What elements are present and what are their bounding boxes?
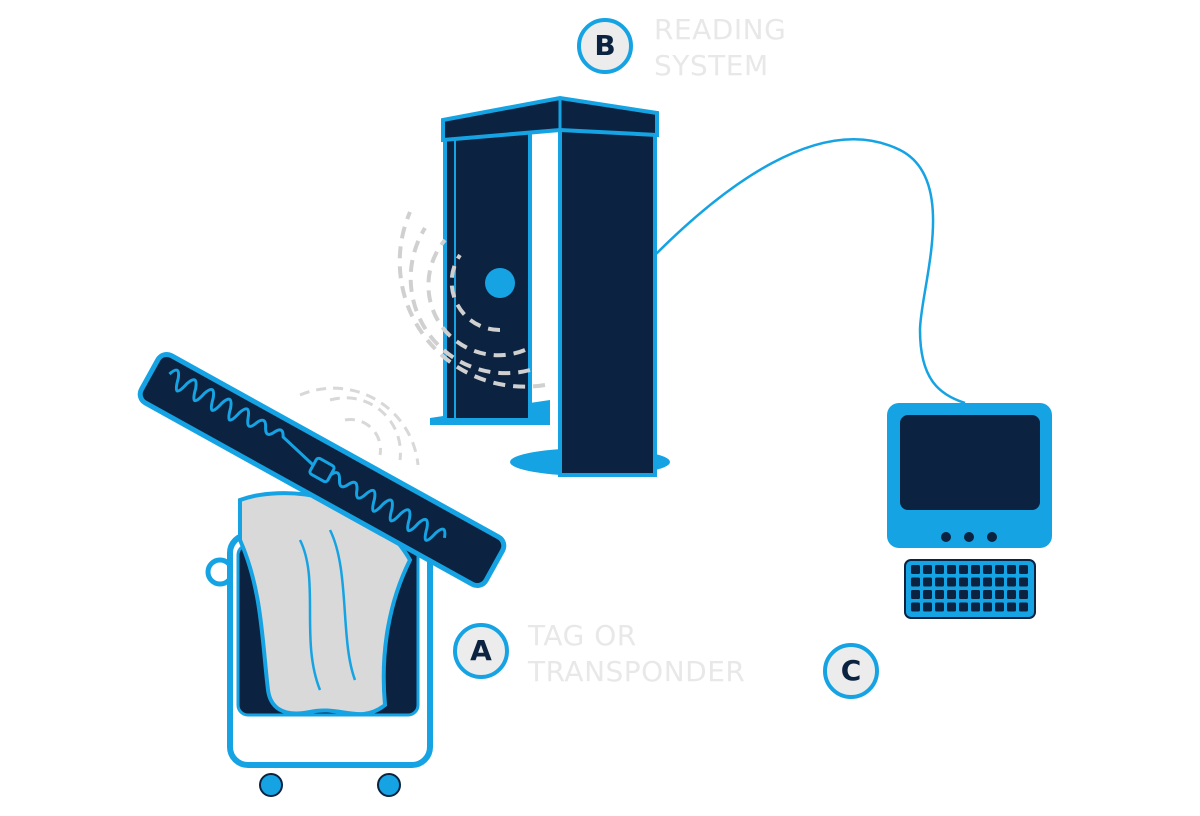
keyboard-key — [971, 577, 980, 587]
keyboard-key — [1007, 577, 1016, 587]
keyboard-key — [983, 602, 992, 612]
keyboard-key — [1007, 565, 1016, 574]
keyboard-key — [923, 590, 932, 599]
keyboard-key — [923, 565, 932, 574]
badge-c: C — [823, 643, 879, 699]
keyboard-key — [971, 565, 980, 574]
keyboard-key — [1019, 602, 1028, 612]
label-reading-system: READING SYSTEM — [654, 12, 786, 84]
keyboard-key — [947, 590, 956, 599]
keyboard-key — [935, 602, 944, 612]
keyboard-key — [971, 602, 980, 612]
badge-b: B — [577, 18, 633, 74]
keyboard-key — [947, 602, 956, 612]
keyboard-key — [959, 565, 968, 574]
gate-sensor-dot — [485, 268, 515, 298]
keyboard-key — [1019, 590, 1028, 599]
keyboard-key — [923, 577, 932, 587]
rfid-tag — [137, 351, 507, 589]
computer — [887, 403, 1052, 619]
keyboard-key — [995, 590, 1004, 599]
keyboard-key — [935, 590, 944, 599]
keyboard-key — [959, 577, 968, 587]
laundry-bin — [205, 491, 433, 797]
keyboard-key — [911, 565, 920, 574]
keyboard-key — [995, 602, 1004, 612]
keyboard-key — [995, 565, 1004, 574]
signal-waves-tag — [299, 386, 420, 466]
keyboard-key — [983, 565, 992, 574]
label-reading-line1: READING — [654, 13, 787, 46]
keyboard-key — [983, 590, 992, 599]
keyboard-key — [995, 577, 1004, 587]
signal-waves-gate — [397, 211, 546, 389]
keyboard-key — [1007, 602, 1016, 612]
keyboard-key — [911, 602, 920, 612]
keyboard-key — [935, 577, 944, 587]
label-tag-line1: TAG OR — [528, 619, 637, 652]
keyboard-key — [911, 590, 920, 599]
badge-a: A — [453, 623, 509, 679]
label-tag: TAG OR TRANSPONDER — [528, 618, 745, 690]
cable — [654, 138, 966, 405]
keyboard-key — [923, 602, 932, 612]
keyboard-key — [971, 590, 980, 599]
keyboard-key — [959, 602, 968, 612]
keyboard-key — [1019, 565, 1028, 574]
keyboard-key — [947, 565, 956, 574]
keyboard-key — [911, 577, 920, 587]
keyboard-key — [935, 565, 944, 574]
keyboard-key — [983, 577, 992, 587]
keyboard-key — [1007, 590, 1016, 599]
label-reading-line2: SYSTEM — [654, 49, 769, 82]
reading-gate — [430, 95, 670, 477]
keyboard-key — [947, 577, 956, 587]
keyboard-key — [1019, 577, 1028, 587]
label-tag-line2: TRANSPONDER — [528, 655, 746, 688]
keyboard-key — [959, 590, 968, 599]
